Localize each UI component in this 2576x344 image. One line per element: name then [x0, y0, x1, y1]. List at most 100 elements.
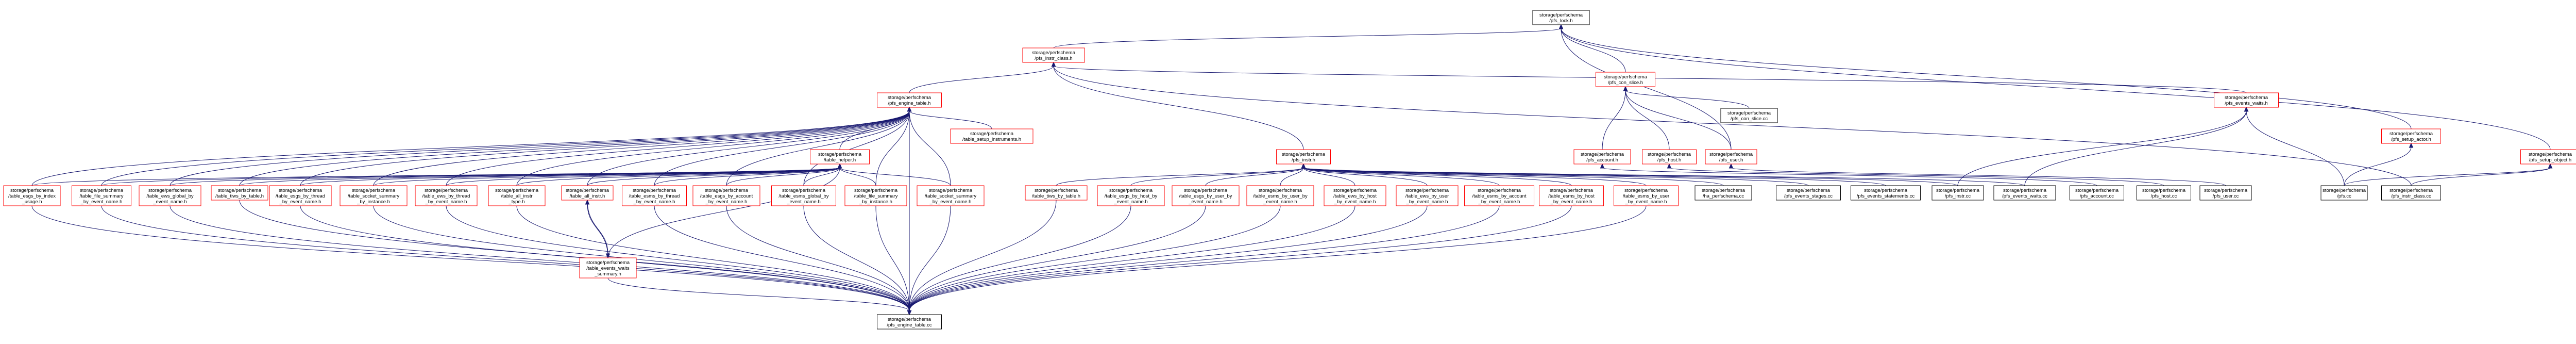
dependency-edge — [909, 205, 1281, 312]
node-label: /pfs_events_waits.h — [2225, 101, 2267, 106]
graph-node[interactable]: storage/perfschema/table_all_instr.h — [561, 185, 614, 201]
node-box — [1396, 185, 1459, 206]
dependency-edge — [875, 205, 910, 312]
node-box — [2199, 185, 2252, 201]
node-box — [877, 314, 942, 330]
node-label: storage/perfschema — [705, 188, 749, 193]
graph-node[interactable]: storage/perfschema/pfs_con_slice.cc — [1720, 108, 1778, 123]
graph-node[interactable]: storage/perfschema/table_file_summary_by… — [72, 185, 131, 206]
graph-node[interactable]: storage/perfschema/table_esms_by_user_by… — [1246, 185, 1314, 206]
graph-node[interactable]: storage/perfschema/table_esgs_by_thread_… — [269, 185, 332, 206]
node-label: /pfs_instr_class.h — [1035, 56, 1072, 61]
graph-node[interactable]: storage/perfschema/pfs_account.h — [1573, 149, 1631, 165]
dependency-edge — [587, 203, 608, 258]
node-label: /table_tiws_by_table.h — [1032, 193, 1080, 199]
graph-node[interactable]: storage/perfschema/pfs_instr_class.cc — [2381, 185, 2441, 201]
dependency-edge — [1731, 167, 2226, 186]
graph-node[interactable]: storage/perfschema/table_esms_by_account… — [1464, 185, 1534, 206]
dependency-edge — [726, 167, 840, 186]
graph-node[interactable]: storage/perfschema/pfs_setup_object.h — [2520, 149, 2576, 165]
node-label: /pfs_user.cc — [2213, 193, 2239, 199]
graph-node[interactable]: storage/perfschema/pfs_account.cc — [2070, 185, 2124, 201]
node-label: _usage.h — [21, 199, 42, 205]
graph-node[interactable]: storage/perfschema/pfs_events_stages.cc — [1776, 185, 1841, 201]
dependency-edge — [654, 110, 910, 186]
node-box — [1532, 10, 1590, 25]
node-label: storage/perfschema — [80, 188, 124, 193]
edge-arrowhead — [1051, 61, 1056, 67]
graph-node[interactable]: storage/perfschema/table_tiws_by_table.h — [211, 185, 268, 201]
node-box — [1596, 72, 1655, 87]
graph-node[interactable]: storage/perfschema/pfs_events_statements… — [1851, 185, 1921, 201]
graph-node[interactable]: storage/perfschema/table_tiws_by_table.h — [1025, 185, 1088, 201]
node-box — [877, 92, 942, 108]
node-label: /pfs_user.h — [1719, 157, 1743, 163]
node-box — [561, 185, 614, 201]
graph-node[interactable]: storage/perfschema/pfs_instr.cc — [1931, 185, 1984, 201]
node-label: _type.h — [508, 199, 524, 205]
graph-node[interactable]: storage/perfschema/pfs_instr.h — [1276, 149, 1331, 165]
graph-node[interactable]: storage/perfschema/table_esgs_by_index_u… — [3, 185, 61, 206]
node-label: _by_instance.h — [859, 199, 892, 205]
graph-node[interactable]: storage/perfschema/pfs_con_slice.h — [1596, 72, 1655, 87]
graph-node[interactable]: storage/perfschema/table_all_instr_type.… — [488, 185, 546, 206]
node-label: storage/perfschema — [782, 188, 826, 193]
graph-node[interactable]: storage/perfschema/pfs_lock.h — [1532, 10, 1590, 25]
edge-arrowhead — [907, 106, 912, 112]
node-label: /ha_perfschema.cc — [1703, 193, 1744, 199]
node-label: storage/perfschema — [1035, 188, 1078, 193]
graph-node[interactable]: storage/perfschema/table_esms_by_user_by… — [1614, 185, 1679, 206]
graph-node[interactable]: storage/perfschema/pfs_host.h — [1642, 149, 1697, 165]
graph-node[interactable]: storage/perfschema/table_events_waits_su… — [579, 257, 637, 279]
graph-node[interactable]: storage/perfschema/pfs_engine_table.cc — [877, 314, 942, 330]
graph-node[interactable]: storage/perfschema/pfs_host.cc — [2137, 185, 2191, 201]
dependency-edge — [909, 205, 1428, 312]
node-box — [2381, 128, 2441, 144]
graph-node[interactable]: storage/perfschema/pfs_engine_table.h — [877, 92, 942, 108]
dependency-edge — [909, 110, 992, 129]
graph-node[interactable]: storage/perfschema/table_esgs_by_host_by… — [1097, 185, 1165, 206]
graph-node[interactable]: storage/perfschema/table_esms_global_by_… — [771, 185, 836, 206]
graph-node[interactable]: storage/perfschema/pfs_user.h — [1705, 149, 1757, 165]
node-box — [771, 185, 836, 206]
dependency-edge — [1602, 90, 1626, 150]
dependency-edge — [607, 167, 840, 258]
node-label: /pfs_setup_object.h — [2529, 157, 2571, 163]
dependency-edge — [1625, 90, 1670, 150]
graph-node[interactable]: storage/perfschema/table_esms_by_host_by… — [1539, 185, 1604, 206]
node-label: /table_esms_by_host — [1548, 193, 1595, 199]
graph-node[interactable]: storage/perfschema/pfs.cc — [2320, 185, 2368, 201]
graph-node[interactable]: storage/perfschema/pfs_instr_class.h — [1022, 47, 1085, 63]
graph-node[interactable]: storage/perfschema/table_esms_by_thread_… — [622, 185, 687, 206]
graph-node[interactable]: storage/perfschema/pfs_events_waits.h — [2214, 92, 2279, 108]
node-label: storage/perfschema — [1648, 152, 1691, 157]
node-label: /pfs_instr_class.cc — [2391, 193, 2431, 199]
node-label: /table_ews_by_thread — [422, 193, 470, 199]
graph-node[interactable]: storage/perfschema/pfs_user.cc — [2199, 185, 2252, 201]
dependency-edge — [875, 110, 910, 186]
dependency-edge — [1130, 167, 1304, 186]
dependency-edge — [1056, 167, 1304, 186]
graph-node[interactable]: storage/perfschema/pfs_setup_actor.h — [2381, 128, 2441, 144]
graph-node[interactable]: storage/perfschema/table_esgs_by_user_by… — [1172, 185, 1240, 206]
node-label: storage/perfschema — [1550, 188, 1594, 193]
node-label: /pfs_host.cc — [2151, 193, 2177, 199]
graph-node[interactable]: storage/perfschema/table_socket_summary_… — [917, 185, 985, 206]
graph-node[interactable]: storage/perfschema/pfs_events_waits.cc — [1993, 185, 2056, 201]
graph-node[interactable]: storage/perfschema/ha_perfschema.cc — [1694, 185, 1752, 201]
graph-node[interactable]: storage/perfschema/table_file_summary_by… — [844, 185, 907, 206]
graph-node[interactable]: storage/perfschema/table_ews_global_by_e… — [139, 185, 201, 206]
dependency-edge — [516, 167, 840, 186]
graph-node[interactable]: storage/perfschema/table_ews_by_user_by_… — [1396, 185, 1459, 206]
graph-node[interactable]: storage/perfschema/table_ews_by_host_by_… — [1324, 185, 1386, 206]
node-box — [1464, 185, 1534, 206]
graph-node[interactable]: storage/perfschema/table_ews_by_thread_b… — [415, 185, 478, 206]
dependency-edge — [170, 205, 910, 312]
node-box — [2520, 149, 2576, 165]
graph-node[interactable]: storage/perfschema/table_helper.h — [810, 149, 870, 165]
graph-node[interactable]: storage/perfschema/table_socket_summary_… — [340, 185, 408, 206]
node-box — [1097, 185, 1165, 206]
dependency-edge — [1303, 167, 1428, 186]
graph-node[interactable]: storage/perfschema/table_esgs_by_account… — [692, 185, 760, 206]
graph-node[interactable]: storage/perfschema/table_setup_instrumen… — [950, 128, 1033, 144]
